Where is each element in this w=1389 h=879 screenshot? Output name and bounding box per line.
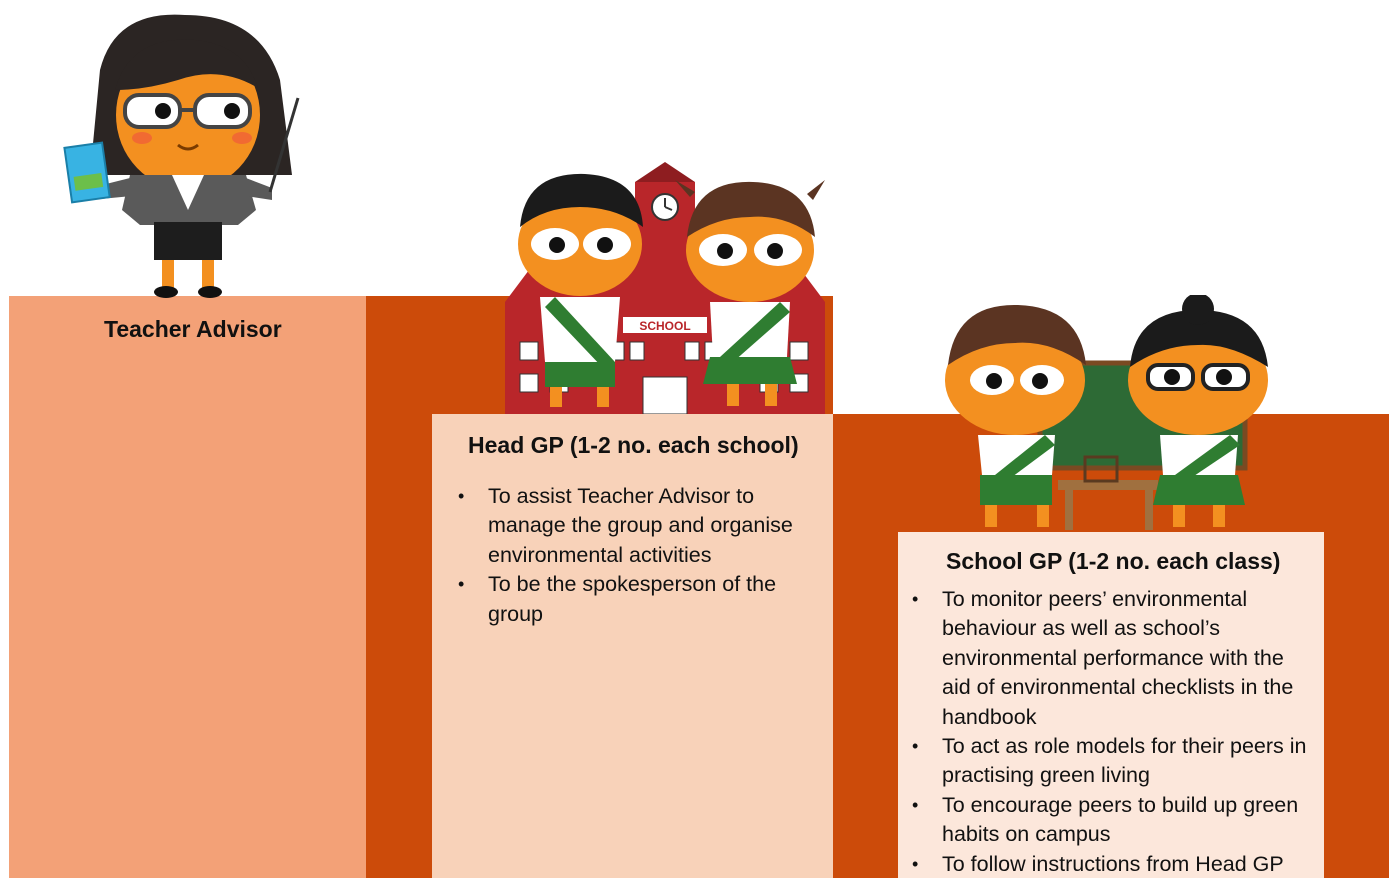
school-gp-duty: To encourage peers to build up green hab… <box>912 791 1317 850</box>
head-gp-title: Head GP (1-2 no. each school) <box>468 432 799 458</box>
step-dark-band-5 <box>1324 532 1389 878</box>
head-gp-duty: To assist Teacher Advisor to manage the … <box>458 482 813 570</box>
head-gp-duties-list: To assist Teacher Advisor to manage the … <box>458 482 813 629</box>
school-gp-duty: To act as role models for their peers in… <box>912 732 1317 791</box>
teacher-advisor-title: Teacher Advisor <box>104 316 282 342</box>
teacher-panel <box>9 296 366 878</box>
step-dark-band-1 <box>366 296 432 878</box>
school-sign: SCHOOL <box>639 319 690 333</box>
step-dark-band-3 <box>833 414 898 878</box>
head-gp-students-school-icon: SCHOOL <box>505 162 825 414</box>
school-gp-students-classroom-icon <box>945 295 1268 530</box>
head-gp-duty: To be the spokesperson of the group <box>458 570 813 629</box>
school-gp-duty: To follow instructions from Head GP <box>912 850 1317 879</box>
school-gp-duties-list: To monitor peers’ environmental behaviou… <box>912 585 1317 879</box>
school-gp-title: School GP (1-2 no. each class) <box>946 548 1281 574</box>
teacher-character-icon <box>63 14 300 298</box>
school-gp-duty: To monitor peers’ environmental behaviou… <box>912 585 1317 732</box>
